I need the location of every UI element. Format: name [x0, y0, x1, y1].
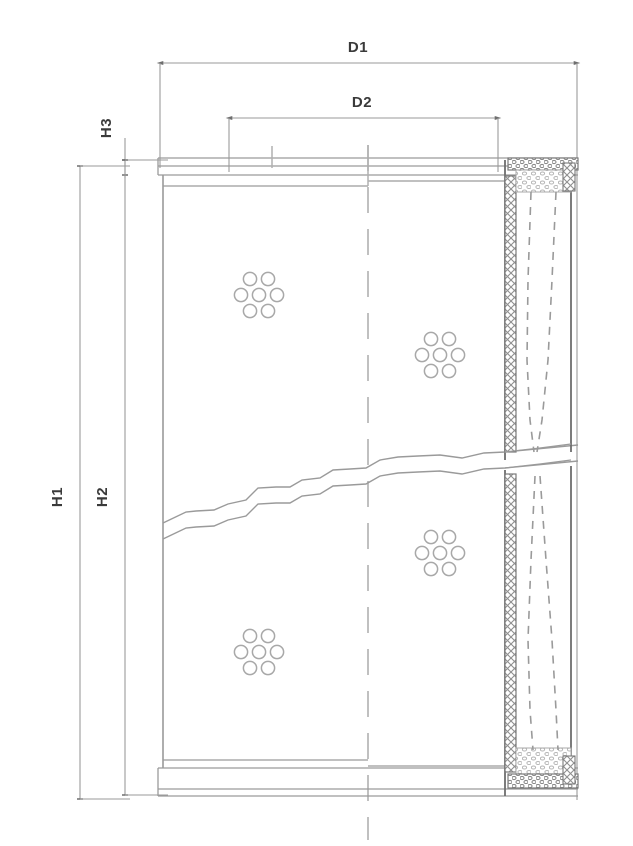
dimension-d2	[225, 116, 502, 172]
wavy-break-line	[162, 444, 579, 540]
dimension-label-d2: D2	[352, 94, 372, 111]
dimension-d1	[156, 61, 581, 800]
hole-cluster-lower-left	[233, 628, 285, 676]
cap-centerline-ticks	[271, 145, 369, 186]
dimension-h1	[77, 165, 130, 800]
break-line-upper	[162, 444, 579, 524]
media-wall-lower	[504, 473, 517, 773]
dimension-label-d1: D1	[348, 39, 368, 56]
pleat-line-2-upper	[536, 191, 557, 453]
media-bottom-cap-strip	[507, 773, 579, 789]
hole-cluster-lower-right	[414, 529, 466, 577]
pleat-line-1-lower	[527, 475, 536, 751]
media-break-lower	[504, 459, 572, 469]
media-wall-upper	[504, 175, 517, 453]
dimension-label-h2: H2	[94, 487, 111, 507]
hole-cluster-upper-left	[233, 271, 285, 319]
pleat-line-2-lower	[539, 475, 559, 751]
hole-cluster-upper-right	[414, 331, 466, 379]
dimension-h2	[122, 159, 168, 796]
dimension-label-h3: H3	[98, 118, 115, 138]
dimension-label-h1: H1	[49, 487, 66, 507]
filter-media-column	[504, 157, 579, 789]
media-corner-gasket-bottom	[562, 755, 576, 785]
core-body	[162, 160, 506, 796]
pleat-line-1-upper	[526, 191, 535, 453]
media-corner-gasket-top	[562, 162, 576, 192]
media-break-upper	[504, 443, 572, 453]
break-line-lower	[162, 460, 579, 540]
media-bottom-cap-fill	[515, 747, 572, 775]
media-pleat-lines	[526, 191, 559, 751]
